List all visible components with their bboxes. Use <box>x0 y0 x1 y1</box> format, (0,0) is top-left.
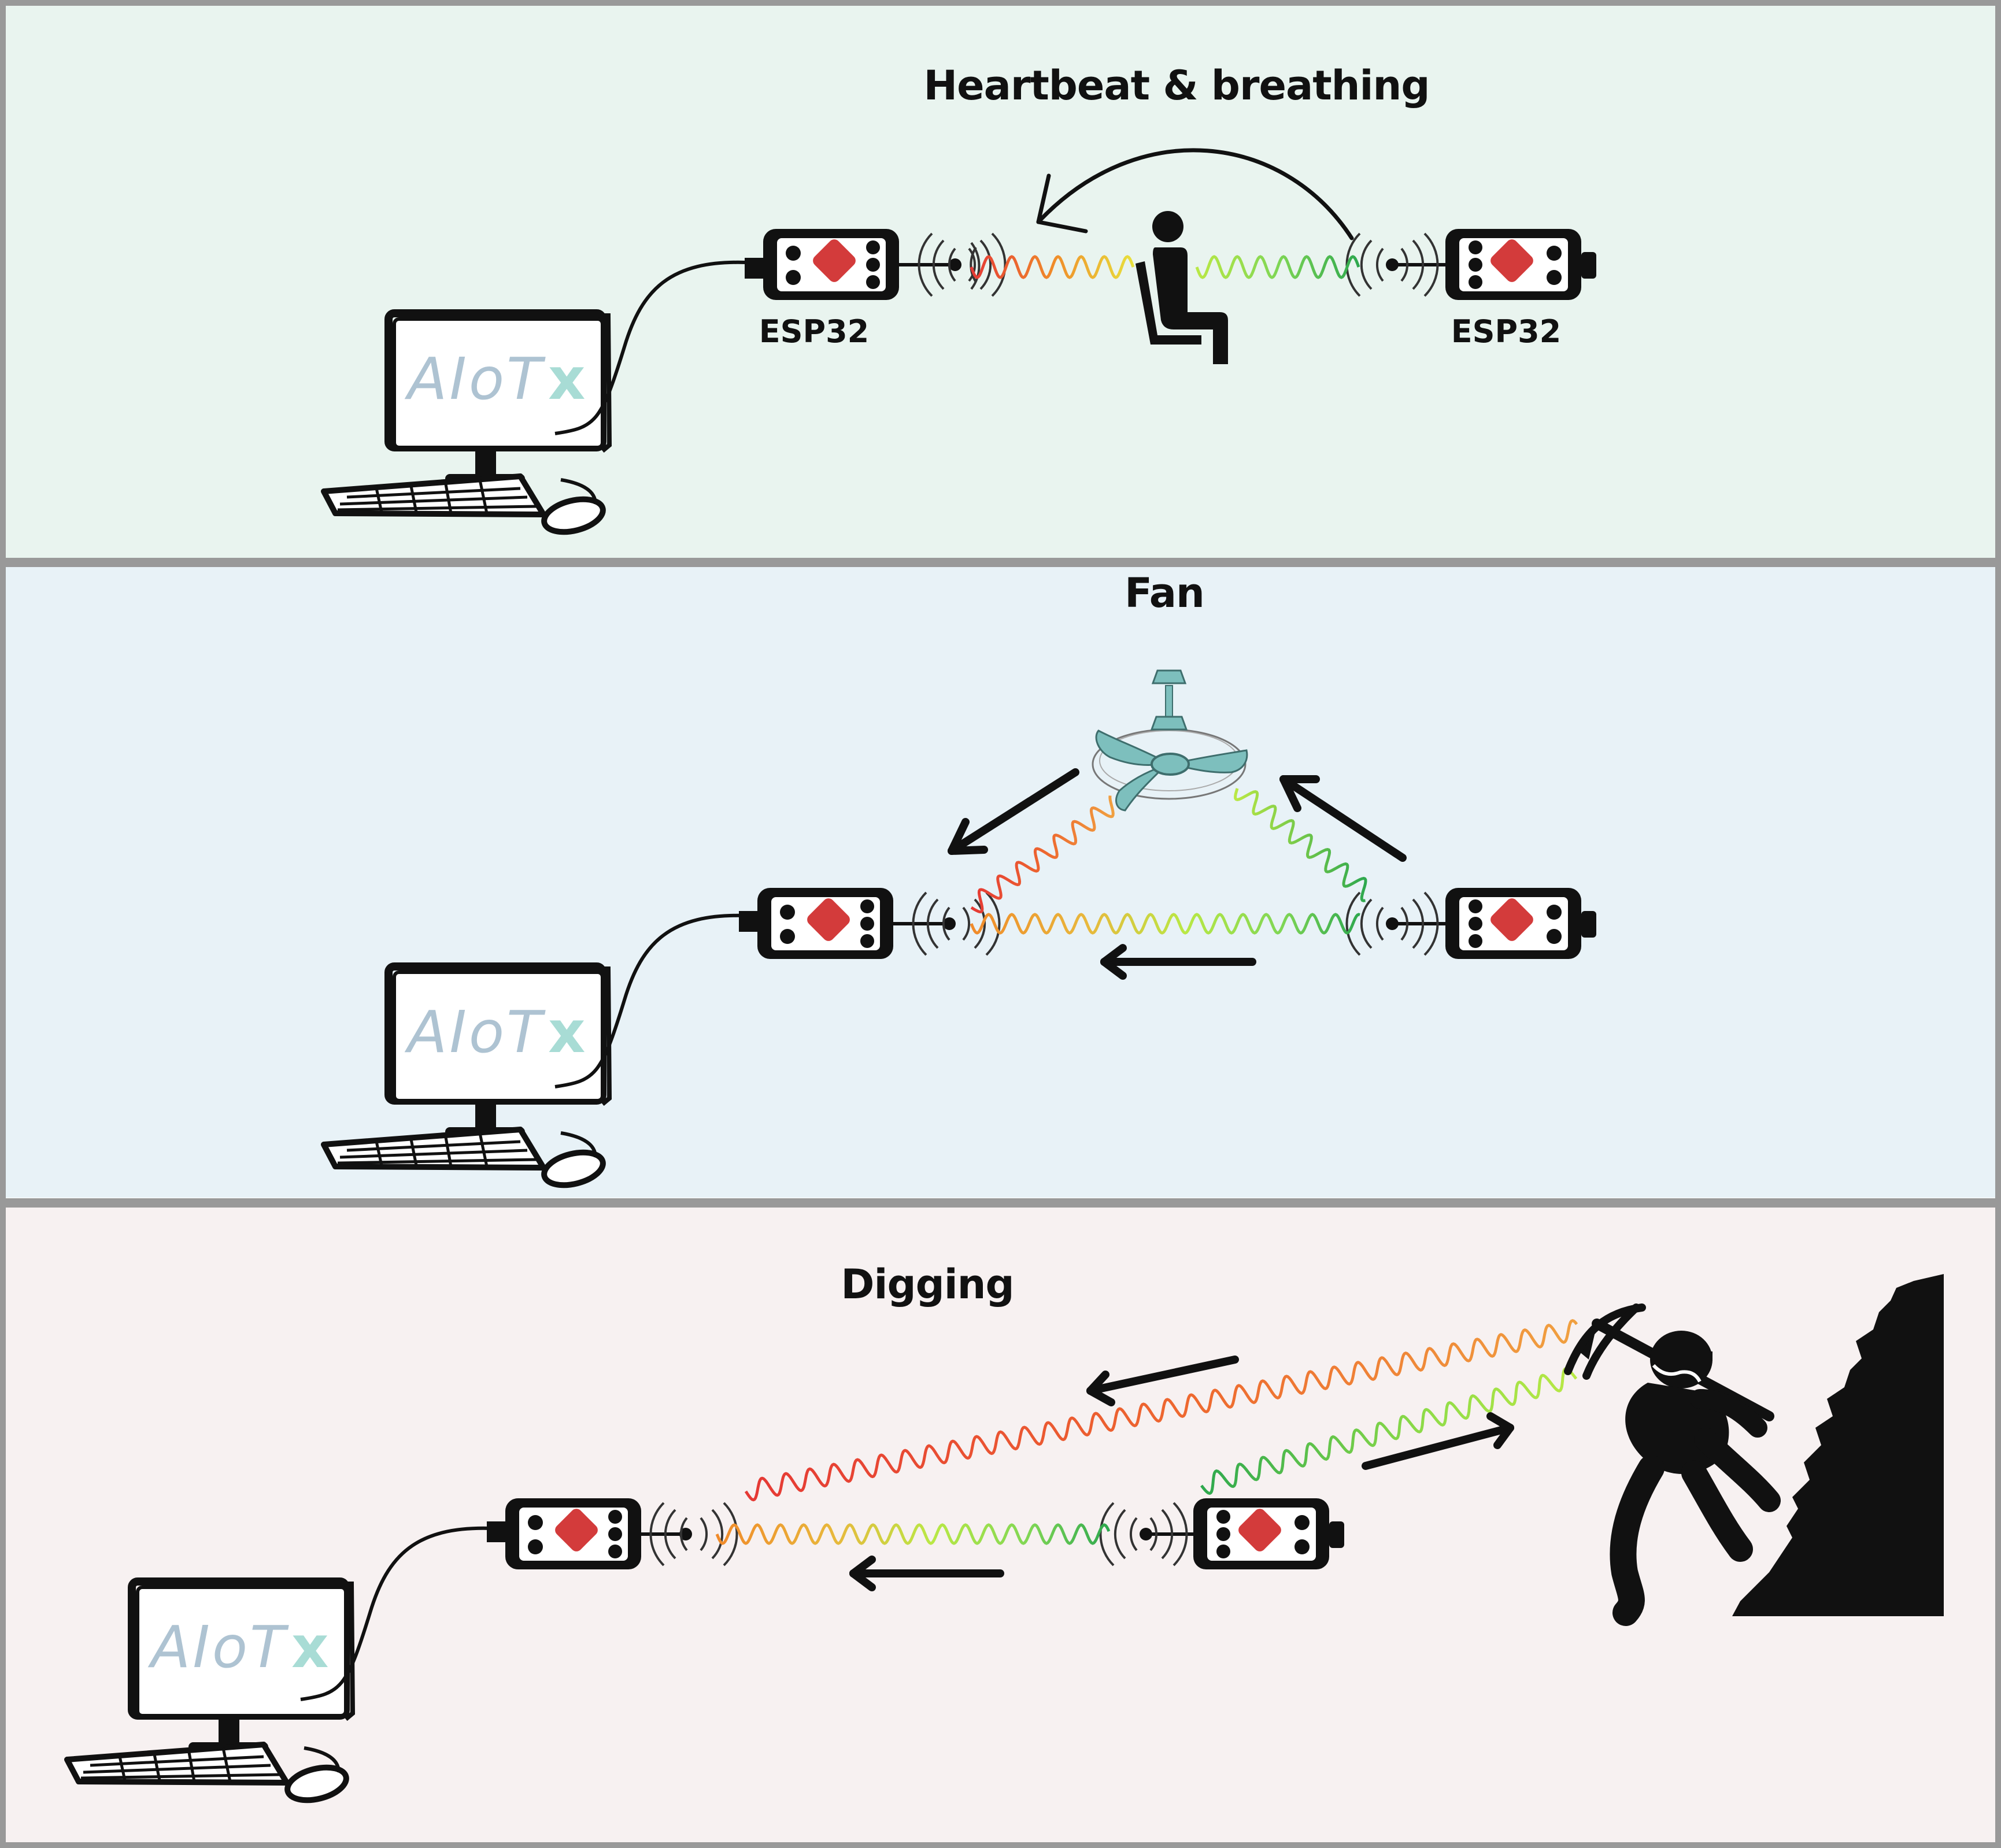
esp32-board-icon-right <box>1386 888 1596 959</box>
antenna-icon <box>912 891 1001 956</box>
computer-icon: AIoT x <box>64 1577 356 1803</box>
device-label-left: ESP32 <box>759 313 870 350</box>
logo-text: AIoT <box>147 1613 289 1681</box>
arrow-icon <box>948 768 1079 855</box>
panel-title: Digging <box>841 1261 1014 1308</box>
esp32-board-icon <box>487 1498 692 1569</box>
antenna-icon-right <box>1099 1502 1188 1566</box>
panel-digging: Digging AIoT x <box>3 1207 1998 1843</box>
esp32-board-icon <box>739 888 956 959</box>
usb-cable <box>300 1526 492 1701</box>
logo-text: AIoT <box>404 345 546 413</box>
signal-wave-direct <box>970 913 1360 935</box>
panel-title: Heartbeat & breathing <box>924 62 1430 109</box>
logo-text: AIoT <box>404 998 546 1066</box>
antenna-icon <box>918 232 1007 297</box>
esp32-board-icon-right <box>1386 229 1596 300</box>
usb-cable <box>554 260 746 435</box>
arrow-icon-bottom <box>849 1556 1004 1591</box>
esp32-board-icon <box>745 229 961 300</box>
panel-background <box>3 5 1998 558</box>
logo-mark: x <box>291 1613 329 1681</box>
panel-title: Fan <box>1125 569 1204 617</box>
rock-cliff-icon <box>1732 1274 1944 1616</box>
signal-wave-right <box>1195 255 1360 279</box>
arrow-icon-right <box>1279 775 1407 862</box>
antenna-icon <box>649 1502 738 1566</box>
arrow-icon-bottom <box>1100 944 1256 980</box>
ceiling-fan-icon <box>1092 669 1248 812</box>
usb-cable <box>554 913 746 1088</box>
panel-background <box>3 566 1998 1198</box>
arrow-icon <box>1086 1356 1239 1406</box>
signal-wave-direct <box>715 1523 1111 1545</box>
esp32-board-icon-right <box>1140 1498 1344 1569</box>
logo-mark: x <box>548 345 586 413</box>
signal-wave-reflected-right <box>1234 788 1367 902</box>
panel-heartbeat-breathing: Heartbeat & breathing AIoT x <box>3 5 1998 558</box>
miner-icon <box>1564 1303 1781 1626</box>
computer-icon: AIoT x <box>321 962 612 1188</box>
antenna-icon-right <box>1345 891 1439 956</box>
signal-wave-reflected <box>744 1319 1578 1502</box>
logo-mark: x <box>548 998 586 1066</box>
signal-wave-left <box>970 255 1135 279</box>
seated-person-icon <box>1135 211 1228 364</box>
panel-background <box>3 1207 1998 1843</box>
signal-wave-incident <box>1200 1366 1578 1495</box>
arrow-icon-up <box>1362 1412 1514 1470</box>
signal-wave-reflected-left <box>970 795 1115 914</box>
panel-fan: Fan AIoT x <box>3 566 1998 1198</box>
computer-icon: AIoT x <box>321 309 612 535</box>
device-label-right: ESP32 <box>1451 313 1562 350</box>
arrow-icon <box>1036 148 1354 240</box>
